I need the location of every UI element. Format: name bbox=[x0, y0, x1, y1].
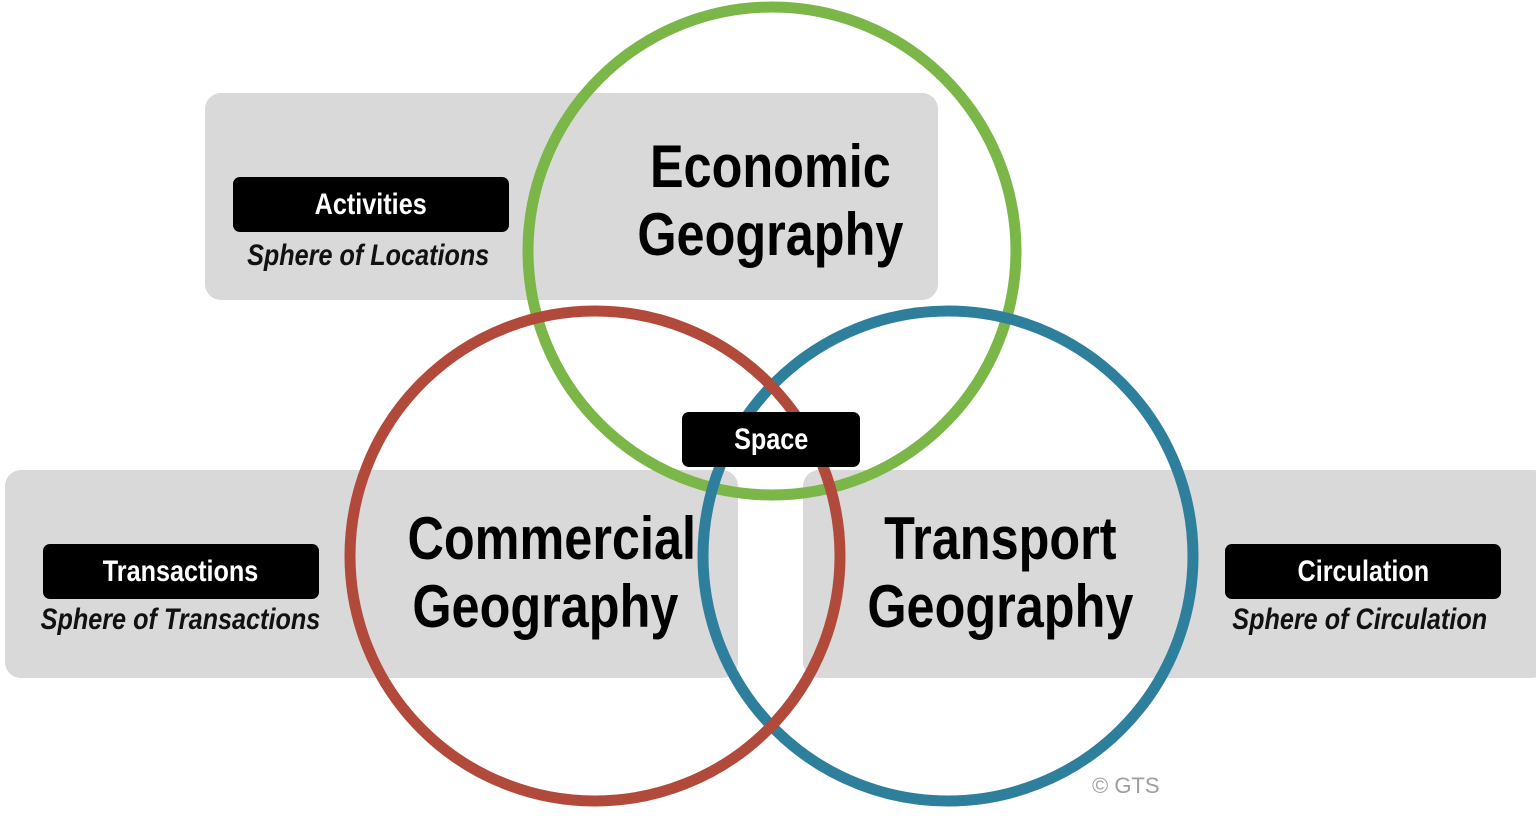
transport-geography-title: Transport Geography bbox=[840, 505, 1160, 641]
transport-title-line2: Geography bbox=[866, 573, 1134, 640]
transport-title-line1: Transport bbox=[883, 505, 1117, 572]
space-label: Space bbox=[682, 412, 860, 467]
economic-title-line2: Geography bbox=[636, 201, 904, 268]
economic-geography-title: Economic Geography bbox=[610, 133, 930, 269]
sphere-of-transactions-text: Sphere of Transactions bbox=[40, 603, 320, 636]
activities-label: Activities bbox=[233, 177, 509, 232]
copyright-notice: © GTS bbox=[1092, 773, 1160, 798]
circulation-label-text: Circulation bbox=[1297, 555, 1429, 588]
sphere-of-locations: Sphere of Locations bbox=[213, 238, 523, 274]
economic-title-line1: Economic bbox=[649, 133, 891, 200]
activities-label-text: Activities bbox=[314, 188, 428, 221]
transactions-label-text: Transactions bbox=[103, 555, 259, 588]
commercial-title-line1: Commercial bbox=[407, 505, 697, 572]
commercial-geography-title: Commercial Geography bbox=[380, 505, 710, 641]
commercial-title-line2: Geography bbox=[411, 573, 679, 640]
sphere-of-circulation: Sphere of Circulation bbox=[1200, 602, 1520, 638]
sphere-of-locations-text: Sphere of Locations bbox=[246, 239, 490, 272]
space-label-text: Space bbox=[733, 423, 809, 456]
sphere-of-circulation-text: Sphere of Circulation bbox=[1232, 603, 1488, 636]
circulation-label: Circulation bbox=[1225, 544, 1501, 599]
sphere-of-transactions: Sphere of Transactions bbox=[10, 602, 350, 638]
transactions-label: Transactions bbox=[43, 544, 319, 599]
